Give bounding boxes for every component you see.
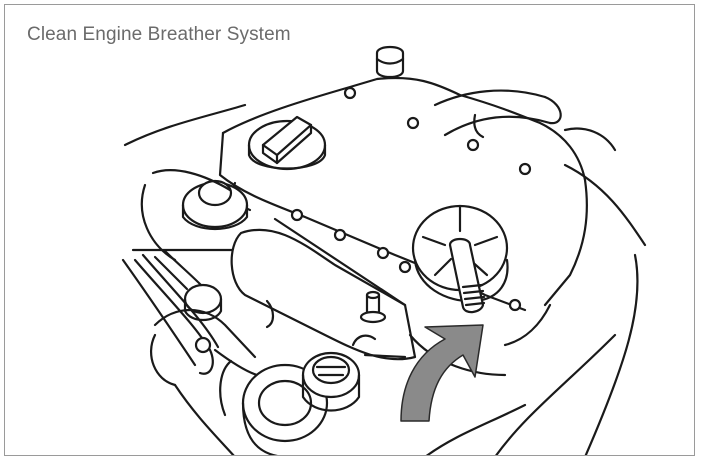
engine-bay-illustration: [121, 45, 647, 455]
intake-hose: [433, 89, 617, 152]
oil-filler-neck: [375, 45, 405, 79]
valve-cover: [218, 76, 588, 312]
sensor-caps: [153, 249, 223, 322]
figure-frame: Clean Engine Breather System: [4, 4, 695, 456]
coolant-cap: [181, 179, 249, 230]
intake-manifold: [140, 169, 417, 361]
pulley: [301, 351, 361, 412]
breather-cap-icon: [411, 204, 509, 314]
pointer-arrow-icon: [400, 324, 484, 422]
figure-title: Clean Engine Breather System: [27, 24, 291, 45]
turbo-housing: [150, 308, 329, 455]
lower-components: [351, 303, 552, 377]
oil-cap: [247, 115, 327, 171]
